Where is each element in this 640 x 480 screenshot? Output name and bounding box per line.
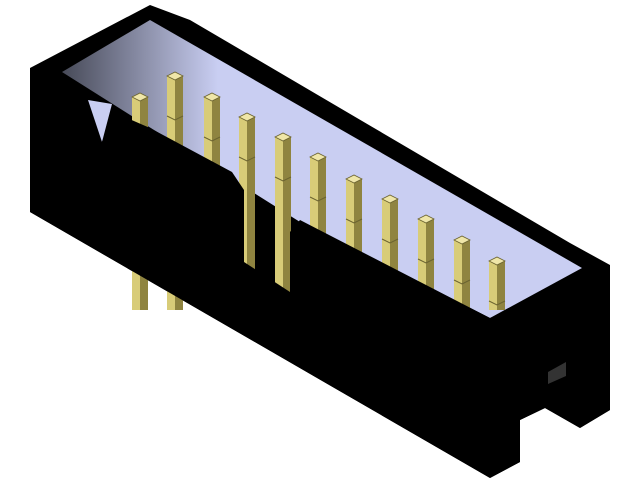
pin-tip <box>203 92 221 102</box>
pin-shoulder <box>274 176 292 182</box>
pin-face <box>489 261 497 310</box>
pin-side <box>247 117 255 310</box>
pin-tip <box>166 71 184 81</box>
pin-side <box>462 240 470 310</box>
pin-face <box>454 240 462 310</box>
pin-tip <box>238 112 256 122</box>
pin-shoulder <box>345 218 363 224</box>
pin-tip <box>345 174 363 184</box>
pin-tip <box>274 132 292 142</box>
pin-shoulder <box>166 115 184 121</box>
pin-side <box>497 261 505 310</box>
pin-tip <box>309 152 327 162</box>
pin-shoulder <box>453 279 471 285</box>
pin-shoulder <box>238 156 256 162</box>
pin-shoulder <box>381 238 399 244</box>
pin-tip <box>381 194 399 204</box>
pin-shoulder <box>309 196 327 202</box>
latch-slot <box>548 362 566 384</box>
pin-side <box>283 137 291 310</box>
pin-shoulder <box>488 300 506 306</box>
pin-tip <box>453 235 471 245</box>
pin-tip <box>488 256 506 266</box>
connector-front-wall <box>30 114 610 478</box>
pin-tip <box>417 214 435 224</box>
polarity-marker <box>88 100 112 142</box>
pin-shoulder <box>203 136 221 142</box>
pin-tip <box>131 92 149 102</box>
pin-shoulder <box>417 258 435 264</box>
